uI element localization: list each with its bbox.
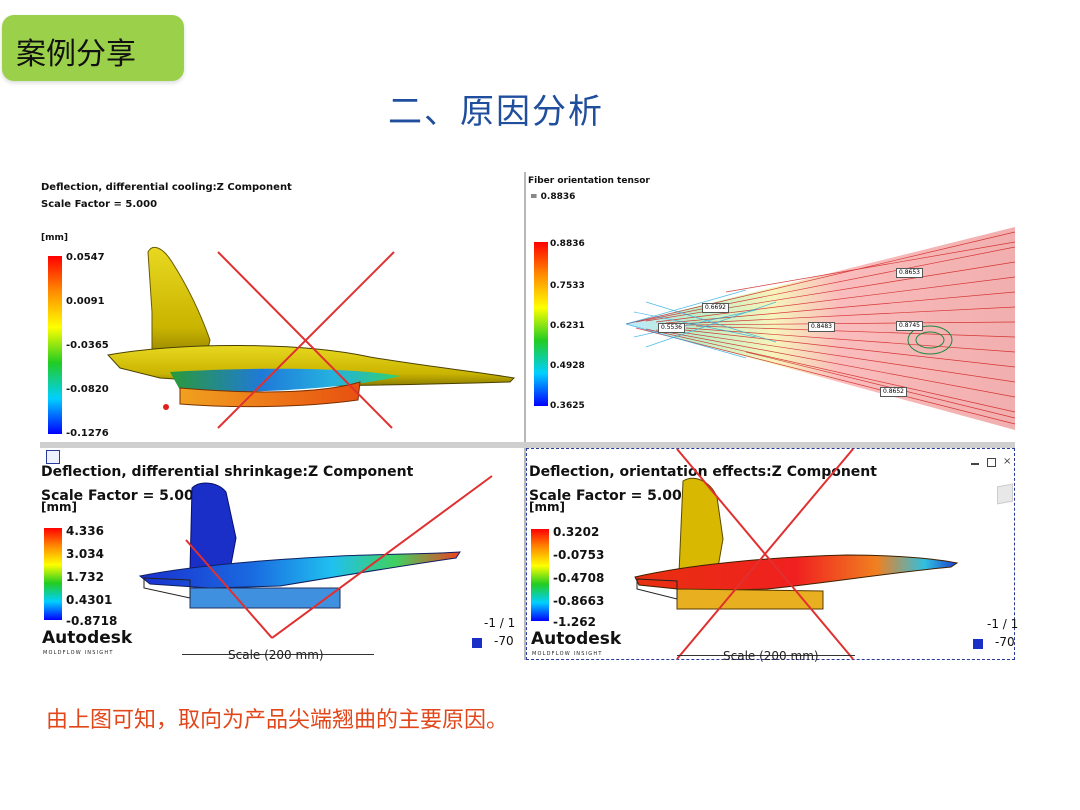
unit-label: [mm] — [41, 500, 77, 514]
axis-triad-icon — [973, 639, 983, 649]
value-box: 0.8483 — [808, 322, 835, 332]
pane-tab-icon[interactable] — [46, 450, 60, 464]
part-model-render — [138, 475, 493, 639]
legend-tick: 0.6231 — [550, 321, 585, 331]
legend-tick: 0.8836 — [550, 239, 585, 249]
scale-bar-label: Scale (200 mm) — [228, 648, 324, 662]
legend-tick: 0.4301 — [66, 593, 113, 607]
legend-tick: -0.0820 — [66, 384, 109, 395]
scale-factor: Scale Factor = 5.000 — [41, 488, 204, 504]
tensor-value: = 0.8836 — [530, 192, 576, 202]
fiber-orientation-render — [625, 227, 1016, 430]
conclusion-caption: 由上图可知，取向为产品尖端翘曲的主要原因。 — [46, 708, 509, 733]
panel-title: Fiber orientation tensor — [528, 176, 650, 186]
legend-tick: 0.3202 — [553, 525, 600, 539]
window-controls[interactable]: × — [969, 457, 1013, 469]
panel-orientation-effects: Deflection, orientation effects:Z Compon… — [526, 448, 1019, 663]
brand-logo: Autodesk — [531, 629, 622, 649]
legend-tick: -0.1276 — [66, 428, 109, 439]
value-box: 0.8745 — [896, 321, 923, 331]
value-box: 0.6692 — [702, 303, 729, 313]
scale-factor: Scale Factor = 5.000 — [41, 199, 158, 210]
legend-tick: 0.3625 — [550, 401, 585, 411]
restore-icon[interactable] — [987, 458, 996, 467]
minimize-icon[interactable] — [971, 463, 979, 465]
axis-number: -70 — [995, 635, 1015, 649]
color-legend — [531, 529, 549, 621]
legend-tick: -0.4708 — [553, 571, 605, 585]
legend-tick: 3.034 — [66, 547, 104, 561]
panel-differential-cooling: Deflection, differential cooling:Z Compo… — [40, 172, 524, 442]
legend-tick: 0.4928 — [550, 361, 585, 371]
legend-tick: 0.7533 — [550, 281, 585, 291]
legend-tick: -0.0753 — [553, 548, 605, 562]
view-corner: -1 / 1 — [484, 616, 516, 630]
panel-fiber-orientation: Fiber orientation tensor = 0.8836 0.8836… — [526, 172, 1016, 442]
legend-tick: -0.0365 — [66, 340, 109, 351]
slide-title: 二、原因分析 — [388, 92, 604, 132]
panel-divider-vertical[interactable] — [524, 172, 526, 660]
analysis-grid: Deflection, differential cooling:Z Compo… — [40, 172, 1019, 663]
legend-tick: -1.262 — [553, 615, 596, 629]
panel-divider-horizontal[interactable] — [40, 442, 1015, 448]
scale-bar-label: Scale (200 mm) — [723, 649, 819, 663]
axis-triad-icon — [472, 638, 482, 648]
section-tag: 案例分享 — [2, 15, 184, 81]
unit-label: [mm] — [529, 500, 565, 514]
scale-bar — [677, 655, 855, 656]
scale-factor: Scale Factor = 5.000 — [529, 488, 692, 504]
unit-label: [mm] — [41, 233, 68, 243]
color-legend — [48, 256, 62, 434]
close-icon[interactable]: × — [1003, 456, 1012, 467]
panel-title: Deflection, differential cooling:Z Compo… — [41, 182, 292, 193]
brand-subtitle: MOLDFLOW INSIGHT — [532, 651, 603, 657]
value-box: 0.5536 — [658, 323, 685, 333]
legend-tick: 0.0547 — [66, 252, 105, 263]
legend-tick: -0.8663 — [553, 594, 605, 608]
legend-tick: 4.336 — [66, 524, 104, 538]
view-corner: -1 / 1 — [987, 617, 1019, 631]
legend-tick: 0.0091 — [66, 296, 105, 307]
color-legend — [44, 528, 62, 620]
legend-tick: 1.732 — [66, 570, 104, 584]
panel-differential-shrinkage: Deflection, differential shrinkage:Z Com… — [40, 448, 524, 662]
part-model-render — [107, 246, 516, 429]
panel-title: Deflection, orientation effects:Z Compon… — [529, 464, 877, 480]
axis-number: -70 — [494, 634, 514, 648]
section-tag-label: 案例分享 — [16, 37, 136, 72]
brand-subtitle: MOLDFLOW INSIGHT — [43, 650, 114, 656]
legend-tick: -0.8718 — [66, 614, 118, 628]
scale-bar — [182, 654, 374, 655]
value-box: 0.8652 — [880, 387, 907, 397]
color-legend — [534, 242, 548, 406]
part-model-render — [634, 448, 959, 660]
brand-logo: Autodesk — [42, 628, 133, 648]
value-box: 0.8653 — [896, 268, 923, 278]
panel-title: Deflection, differential shrinkage:Z Com… — [41, 464, 414, 480]
